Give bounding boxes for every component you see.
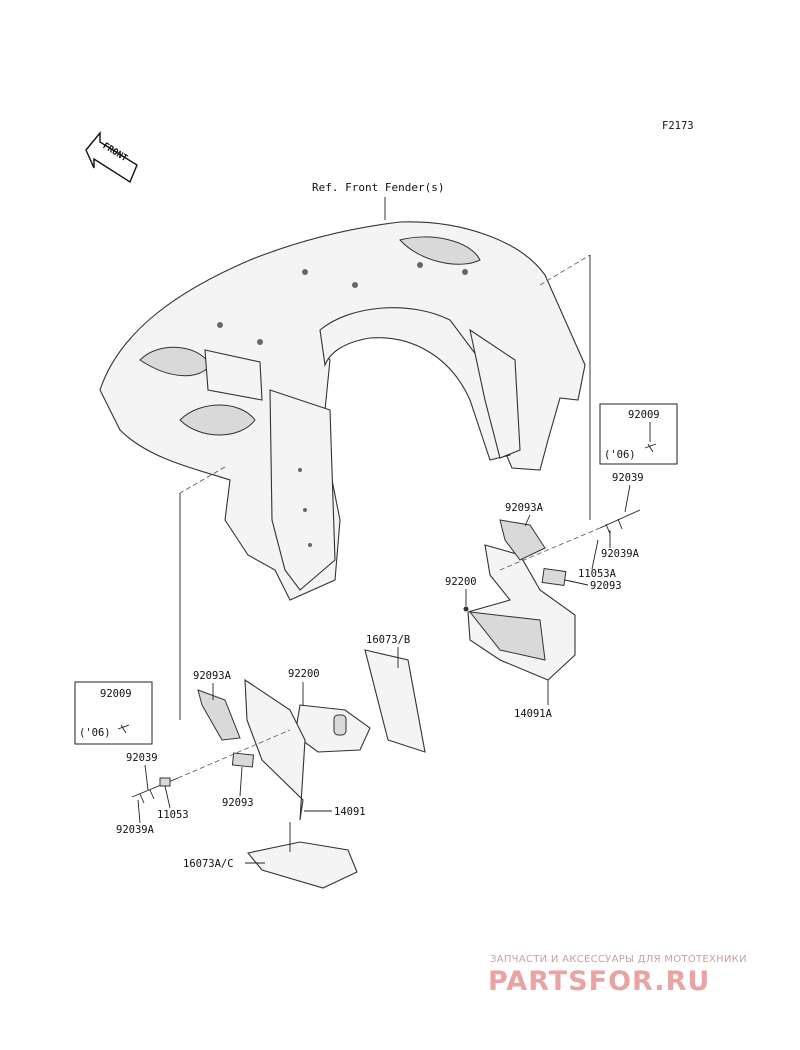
clip-icon bbox=[644, 443, 657, 453]
centerline bbox=[499, 527, 601, 571]
bolt-92039-left bbox=[131, 777, 179, 804]
leader-line bbox=[137, 799, 141, 824]
left-variant-box bbox=[74, 681, 153, 745]
mud-flap-left bbox=[244, 678, 306, 821]
right-box-part: 92009 bbox=[628, 409, 660, 421]
figure-code: F2173 bbox=[662, 120, 694, 132]
leader-line bbox=[564, 579, 589, 586]
callout-92200-right: 92200 bbox=[445, 576, 477, 588]
centerline bbox=[539, 254, 591, 286]
left-box-note: ('06) bbox=[79, 727, 111, 739]
bolt-92039-right bbox=[599, 509, 641, 535]
callout-92039-right: 92039 bbox=[612, 472, 644, 484]
fender-side-panel bbox=[469, 328, 521, 459]
callout-92039-left: 92039 bbox=[126, 752, 158, 764]
right-box-note: ('06) bbox=[604, 449, 636, 461]
centerline bbox=[179, 466, 226, 494]
fender-mount-plate bbox=[204, 349, 263, 401]
callout-92039A-left: 92039A bbox=[116, 824, 155, 836]
leader-line bbox=[144, 764, 149, 791]
callout-92039A-right: 92039A bbox=[601, 548, 640, 560]
callout-11053A-right: 11053A bbox=[578, 568, 617, 580]
callout-92093A-right: 92093A bbox=[505, 502, 544, 514]
cover-16073AC bbox=[246, 841, 358, 889]
callout-14091-left: 14091 bbox=[334, 806, 366, 818]
pad-92093A-right bbox=[499, 519, 546, 561]
leader-line bbox=[164, 785, 171, 809]
callout-92200-left: 92200 bbox=[288, 668, 320, 680]
watermark-subtitle: ЗАПЧАСТИ И АКСЕССУАРЫ ДЛЯ МОТОТЕХНИКИ bbox=[490, 954, 747, 965]
pad-92093-right bbox=[541, 567, 567, 587]
callout-11053-left: 11053 bbox=[157, 809, 189, 821]
cover-16073B bbox=[364, 649, 426, 753]
centerline bbox=[177, 729, 291, 779]
callout-14091A-right: 14091A bbox=[514, 708, 553, 720]
callout-92093-left: 92093 bbox=[222, 797, 254, 809]
leader-line bbox=[591, 539, 599, 570]
wheel-arch bbox=[319, 307, 511, 461]
fender-bolt-holes bbox=[217, 262, 468, 547]
left-box-part: 92009 bbox=[100, 688, 132, 700]
fender-recess bbox=[179, 404, 256, 436]
leader-line bbox=[624, 484, 631, 513]
watermark-brand: PARTSFOR.RU bbox=[488, 966, 711, 997]
pad-92093-left bbox=[231, 752, 255, 768]
clip-icon bbox=[117, 724, 130, 734]
bracket-92200-area bbox=[294, 704, 371, 753]
front-fender bbox=[99, 221, 586, 601]
front-arrow-icon: FRONT bbox=[85, 131, 138, 184]
leader-line bbox=[524, 514, 531, 527]
pad-92093A-left bbox=[197, 689, 241, 741]
mud-flap-right bbox=[467, 544, 576, 681]
ref-front-fender-label: Ref. Front Fender(s) bbox=[312, 181, 444, 194]
callout-92093-right: 92093 bbox=[590, 580, 622, 592]
fender-recess bbox=[399, 236, 481, 265]
right-variant-box bbox=[599, 403, 678, 465]
callout-92093A-left: 92093A bbox=[193, 670, 232, 682]
callout-16073AC-left: 16073A/C bbox=[183, 858, 234, 870]
leader-line bbox=[239, 766, 243, 797]
callout-16073B-left: 16073/B bbox=[366, 634, 410, 646]
nut-92200-right bbox=[463, 606, 469, 612]
fender-side-panel bbox=[269, 389, 336, 591]
